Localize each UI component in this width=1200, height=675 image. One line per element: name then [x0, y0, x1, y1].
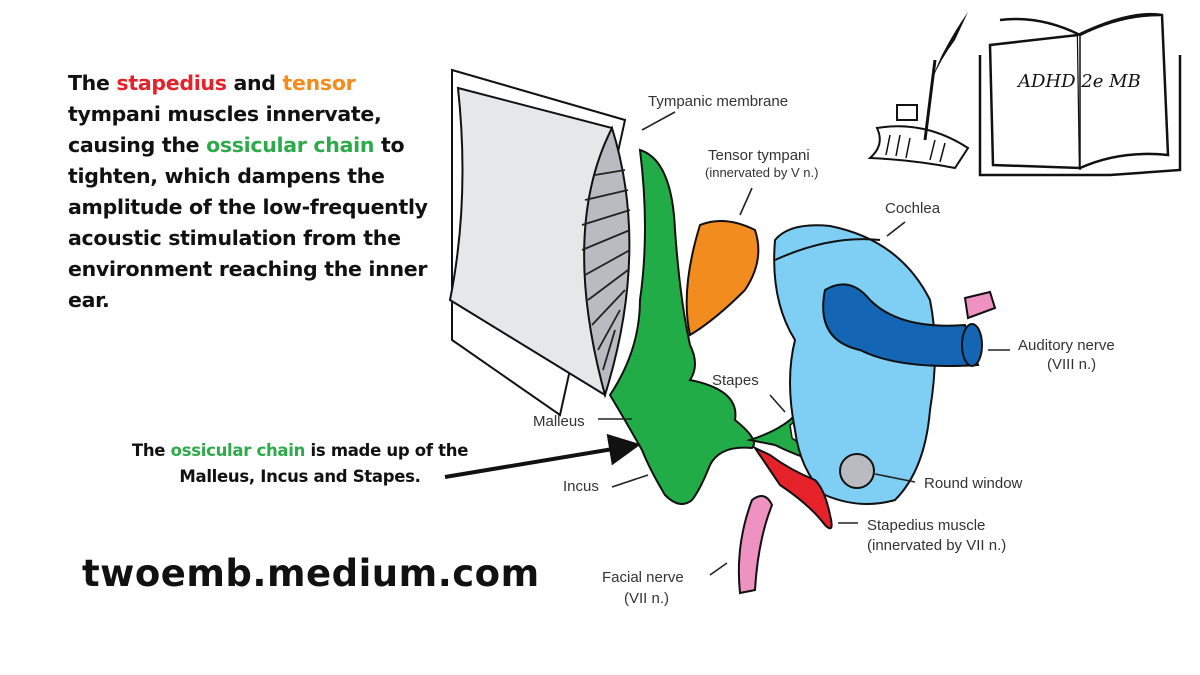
ear-canal [448, 68, 631, 417]
book-icon [978, 12, 1182, 177]
stapedius-highlight: stapedius [116, 71, 227, 95]
intro-text: to tighten, which dampens the amplitude … [68, 133, 428, 312]
intro-text: and [226, 71, 283, 95]
label-cochlea: Cochlea [885, 200, 941, 217]
label-auditory-nerve: Auditory nerve [1018, 337, 1115, 354]
round-window-shape [839, 453, 875, 489]
label-tympanic-membrane: Tympanic membrane [648, 93, 788, 110]
label-round-window: Round window [924, 475, 1023, 492]
label-stapedius-muscle: Stapedius muscle [867, 517, 985, 534]
label-stapedius-muscle-sub: (innervated by VII n.) [867, 537, 1006, 554]
label-tensor-tympani-sub: (innervated by V n.) [705, 165, 818, 180]
auditory-nerve-shape [822, 283, 980, 367]
tensor-tympani-shape [685, 220, 760, 337]
intro-paragraph: The stapedius and tensor tympani muscles… [68, 68, 448, 316]
quill-icon [867, 12, 970, 170]
note-highlight: ossicular chain [170, 441, 306, 460]
logo: ADHD 2e MB [867, 12, 1182, 177]
pink-nerve-stub [963, 290, 997, 320]
pointer-arrow [444, 433, 641, 479]
logo-text: ADHD 2e MB [1016, 71, 1141, 92]
stapedius-muscle-shape [752, 445, 833, 530]
cochlea [773, 224, 997, 505]
label-stapes: Stapes [712, 372, 759, 389]
note-prefix: The [131, 441, 171, 460]
intro-text: The [68, 71, 117, 95]
label-tensor-tympani: Tensor tympani [708, 147, 810, 164]
ossicular-chain-note: The ossicular chain is made up of the Ma… [105, 438, 495, 490]
ossicular-chain-highlight: ossicular chain [206, 133, 375, 157]
malleus-incus-shape [608, 148, 755, 505]
site-url: twoemb.medium.com [82, 552, 540, 595]
label-auditory-nerve-sub: (VIII n.) [1047, 356, 1096, 373]
label-facial-nerve: Facial nerve [602, 569, 684, 586]
label-incus: Incus [563, 478, 599, 495]
leader-lines [598, 111, 1010, 576]
label-malleus: Malleus [533, 413, 585, 430]
facial-nerve-shape [737, 495, 774, 595]
note-suffix: is made up of the Malleus, Incus and Sta… [179, 441, 469, 486]
intro-text: tympani muscles innervate, causing the [68, 102, 382, 157]
label-facial-nerve-sub: (VII n.) [624, 590, 669, 607]
tensor-highlight: tensor [282, 71, 356, 95]
